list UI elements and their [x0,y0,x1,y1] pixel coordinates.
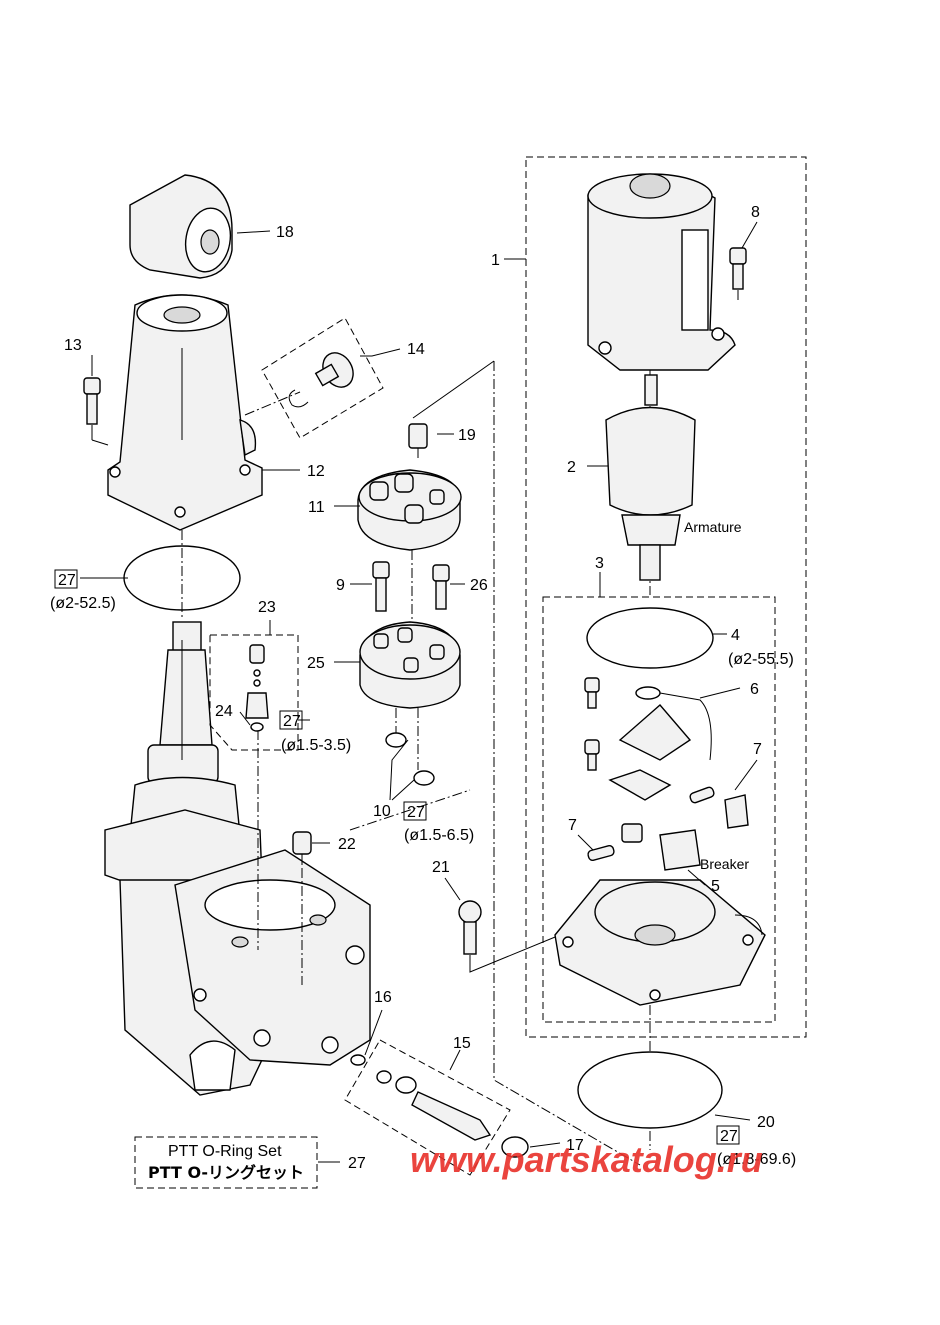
part-11-manifold[interactable] [357,469,462,551]
callout-11: 11 [308,499,325,516]
label-breaker: Breaker [700,856,749,872]
size-69-6: (ø1.8-69.6) [717,1151,796,1168]
size-3-5: (ø1.5-3.5) [281,737,351,754]
callout-23: 23 [258,599,276,616]
size-55-5: (ø2-55.5) [728,651,794,668]
part-8-bolt[interactable] [729,247,747,300]
callout-20: 20 [757,1114,775,1131]
part-14-frame [261,317,384,439]
ref-27-a: 27 [58,572,76,589]
part-5-breaker[interactable] [621,794,749,871]
callout-19: 19 [458,427,476,444]
part-24-oring [250,722,264,732]
motor-assembly-frame [525,156,807,1038]
callout-4: 4 [731,627,740,644]
part-18-cap[interactable] [129,174,235,279]
callout-7a: 7 [753,741,762,758]
part-7-spring-a[interactable] [689,786,715,804]
callout-15: 15 [453,1035,471,1052]
part-13-bolt[interactable] [83,377,109,446]
part-9-bolt[interactable] [372,561,390,612]
callout-14: 14 [407,341,425,358]
callout-16: 16 [374,989,392,1006]
callout-2: 2 [567,459,576,476]
callout-8: 8 [751,204,760,221]
ref-27-c: 27 [407,804,425,821]
part-21-screw[interactable] [458,900,561,973]
label-armature: Armature [684,519,742,535]
callout-24: 24 [215,703,233,720]
callout-9: 9 [336,577,345,594]
callout-6: 6 [750,681,759,698]
watermark-text: www.partskatalog.ru [410,1139,763,1180]
part-4-oring[interactable] [586,607,714,669]
part-6-brush-holder[interactable] [584,677,712,801]
part-20-oring[interactable] [577,1051,723,1129]
callout-7b: 7 [568,817,577,834]
ref-27-d: 27 [720,1128,738,1145]
callout-12: 12 [307,463,325,480]
callout-22: 22 [338,836,356,853]
callout-26: 26 [470,577,488,594]
callout-10: 10 [373,803,391,820]
callout-3: 3 [595,555,604,572]
part-10-oring-a[interactable] [385,732,407,748]
part-25-pump[interactable] [359,621,461,709]
legend-line2: PTT O-リングセット [148,1163,304,1182]
callout-17: 17 [566,1137,584,1154]
part-15-manual-valve[interactable] [376,1070,492,1141]
part-23-frame [209,634,299,751]
part-22-plug[interactable] [292,831,312,870]
size-6-5: (ø1.5-6.5) [404,827,474,844]
part-14-plug[interactable] [288,347,359,408]
part-23-valve[interactable] [245,644,269,732]
motor-yoke[interactable] [587,173,736,371]
size-52-5: (ø2-52.5) [50,595,116,612]
part-10-oring-b[interactable] [413,770,435,786]
part-2-armature[interactable] [605,374,696,581]
callout-18: 18 [276,224,294,241]
callout-27-legend: 27 [348,1155,366,1172]
callout-25: 25 [307,655,325,672]
brush-holder-frame [542,596,776,1023]
legend-line1: PTT O-Ring Set [168,1143,282,1160]
ref-27-b: 27 [283,713,301,730]
motor-base[interactable] [554,879,766,1006]
boxed-refs: 27 27 27 27 [54,569,740,1145]
legend-box: PTT O-Ring Set PTT O-リングセット [134,1136,318,1189]
part-17-circlip[interactable] [501,1136,529,1158]
size-notes: (ø2-52.5) (ø1.5-3.5) (ø1.5-6.5) (ø2-55.5… [50,595,796,1168]
callout-1: 1 [491,252,500,269]
callout-21: 21 [432,859,450,876]
part-19-pin[interactable] [408,423,428,458]
part-15-frame [344,1039,511,1176]
callout-5: 5 [711,878,720,895]
part-16-oring[interactable] [350,1054,366,1066]
part-12-reservoir[interactable] [107,294,263,531]
part-26-bolt[interactable] [432,564,450,610]
tilt-cylinder[interactable] [104,621,371,1096]
leader-lines [80,221,758,1163]
callout-13: 13 [64,337,82,354]
callouts: 1 2 3 4 5 6 7 7 8 9 10 11 12 13 14 15 16… [64,204,775,1172]
part-7-spring-b[interactable] [587,845,615,861]
